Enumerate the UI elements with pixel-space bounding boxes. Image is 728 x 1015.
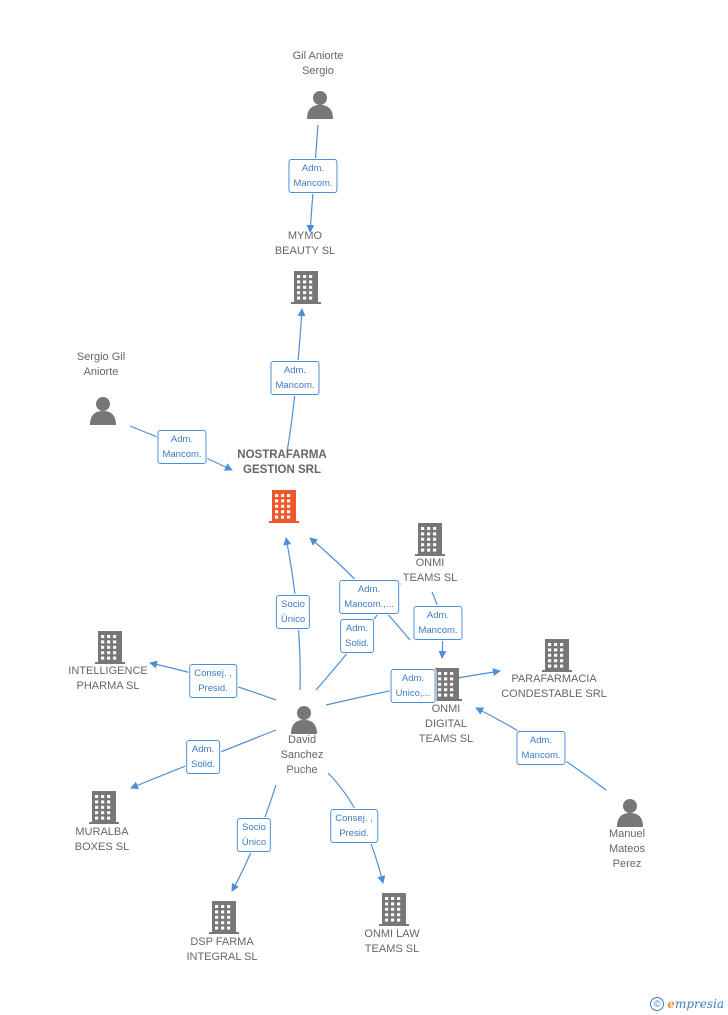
edge-label-manuel-onmidigital[interactable]: Adm. Mancom. (516, 731, 566, 765)
building-icon[interactable] (379, 892, 409, 931)
edge-label-sergio-nostra[interactable]: Adm. Mancom. (157, 430, 207, 464)
node-label-onmidigital[interactable]: ONMI DIGITAL TEAMS SL (418, 703, 474, 745)
node-label-onmiteams[interactable]: ONMI TEAMS SL (402, 557, 458, 584)
building-icon[interactable] (542, 638, 572, 677)
person-icon[interactable] (305, 89, 335, 124)
building-icon[interactable] (209, 900, 239, 939)
node-label-manuel[interactable]: Manuel Mateos Perez (608, 828, 646, 870)
node-label-gil[interactable]: Gil Aniorte Sergio (292, 50, 344, 77)
node-label-intelligence[interactable]: INTELLIGENCE PHARMA SL (68, 665, 148, 692)
node-label-onmilaw[interactable]: ONMI LAW TEAMS SL (364, 928, 420, 955)
copyright-icon: © (650, 997, 665, 1011)
node-label-dsp[interactable]: DSP FARMA INTEGRAL SL (186, 936, 258, 963)
person-icon[interactable] (289, 704, 319, 739)
person-icon[interactable] (88, 395, 118, 430)
brand-logo: empresia (667, 997, 724, 1011)
edge-label-nostra-mymo[interactable]: Adm. Mancom. (270, 361, 320, 395)
footer-brand: © empresia (650, 997, 724, 1011)
edge-label-david-parafarmacia[interactable]: Adm. Unico,... (390, 669, 436, 703)
building-icon[interactable] (89, 790, 119, 829)
building-icon[interactable] (95, 630, 125, 669)
node-label-parafarmacia[interactable]: PARAFARMACIA CONDESTABLE SRL (501, 673, 607, 700)
node-label-david[interactable]: David Sanchez Puche (280, 734, 324, 776)
node-label-muralba[interactable]: MURALBA BOXES SL (74, 826, 130, 853)
node-label-sergio[interactable]: Sergio Gil Aniorte (76, 351, 126, 378)
building-icon[interactable] (269, 489, 299, 528)
building-icon[interactable] (415, 522, 445, 561)
edge-label-onmiteams-nostra[interactable]: Adm. Mancom.,... (339, 580, 399, 614)
building-icon[interactable] (432, 667, 462, 706)
building-icon[interactable] (291, 270, 321, 309)
node-label-mymo[interactable]: MYMO BEAUTY SL (274, 230, 336, 257)
edge-label-david-nostra[interactable]: Socio Único (275, 595, 311, 629)
edge-label-onmiteams-onmidigital[interactable]: Adm. Mancom. (413, 606, 463, 640)
edge-label-david-onmiteams[interactable]: Adm. Solid. (340, 619, 374, 653)
node-label-nostra[interactable]: NOSTRAFARMA GESTION SRL (237, 449, 327, 476)
edge-label-david-muralba[interactable]: Adm. Solid. (186, 740, 220, 774)
edge-label-david-onmilaw[interactable]: Consej. , Presid. (330, 809, 378, 843)
edge-label-david-dsp[interactable]: Socio Único (236, 818, 272, 852)
edge-label-david-intelligence[interactable]: Consej. , Presid. (189, 664, 237, 698)
person-icon[interactable] (615, 797, 645, 832)
edge-label-gil-mymo[interactable]: Adm. Mancom. (288, 159, 338, 193)
